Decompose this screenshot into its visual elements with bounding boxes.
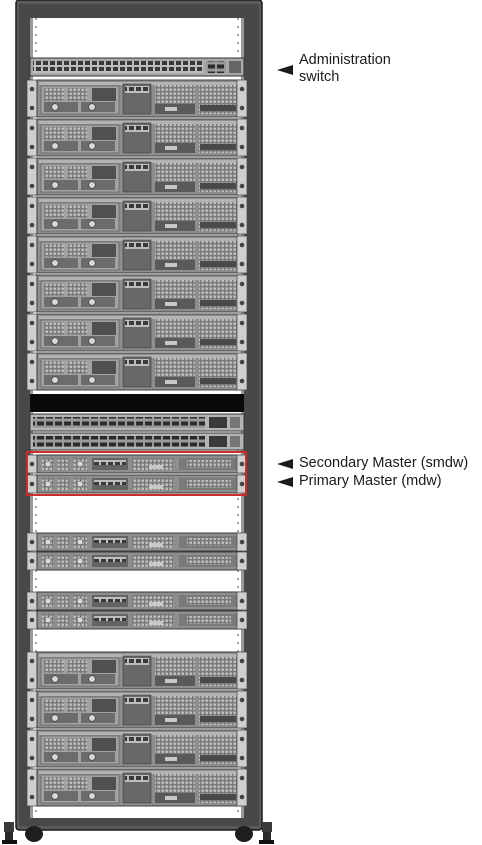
admin-switch-label: Administration switch xyxy=(299,52,391,86)
server-group-1u-a xyxy=(26,532,248,571)
primary-master-label: Primary Master (mdw) xyxy=(299,473,442,489)
secondary-master-arrow-icon xyxy=(277,459,293,469)
admin-switch-label-line2: switch xyxy=(299,69,340,85)
admin-switch-arrow-icon xyxy=(277,65,293,75)
primary-master-server xyxy=(26,474,248,494)
secondary-master-label: Secondary Master (smdw) xyxy=(299,455,469,471)
interconnect-switch-2 xyxy=(29,432,245,451)
administration-switch xyxy=(29,57,245,77)
primary-master-arrow-icon xyxy=(277,477,293,487)
master-highlight-box xyxy=(26,451,247,496)
server-group-1u-b xyxy=(26,591,248,630)
interconnect-switch-1 xyxy=(29,413,245,432)
blanking-panel xyxy=(30,394,244,412)
admin-switch-label-line1: Administration xyxy=(299,52,391,68)
secondary-master-server xyxy=(26,454,248,474)
